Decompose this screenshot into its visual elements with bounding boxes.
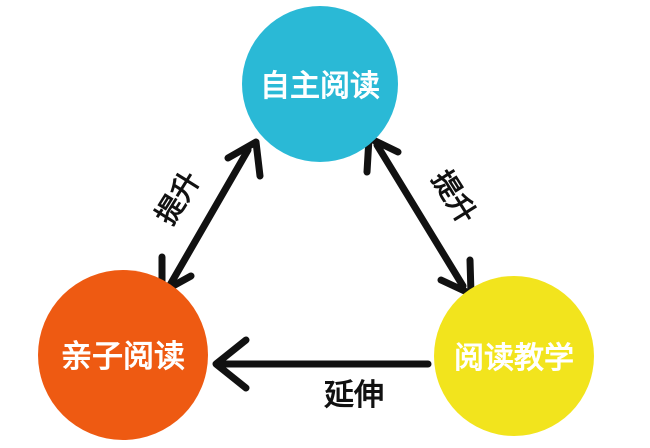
- edge-left-label: 提升: [149, 165, 207, 230]
- edge-bottom-label: 延伸: [323, 378, 384, 413]
- node-top-circle: [242, 6, 398, 162]
- arrow-bottom-edge: [212, 336, 432, 392]
- node-top-label: 自主阅读: [260, 69, 380, 104]
- node-left-circle: [38, 270, 208, 440]
- node-top: 自主阅读: [242, 6, 398, 162]
- node-right-circle: [434, 276, 594, 436]
- edge-right-label: 提升: [425, 164, 483, 229]
- node-right-label: 阅读教学: [454, 341, 574, 376]
- node-left: 亲子阅读: [38, 270, 208, 440]
- node-right: 阅读教学: [434, 276, 594, 436]
- node-left-label: 亲子阅读: [61, 339, 185, 375]
